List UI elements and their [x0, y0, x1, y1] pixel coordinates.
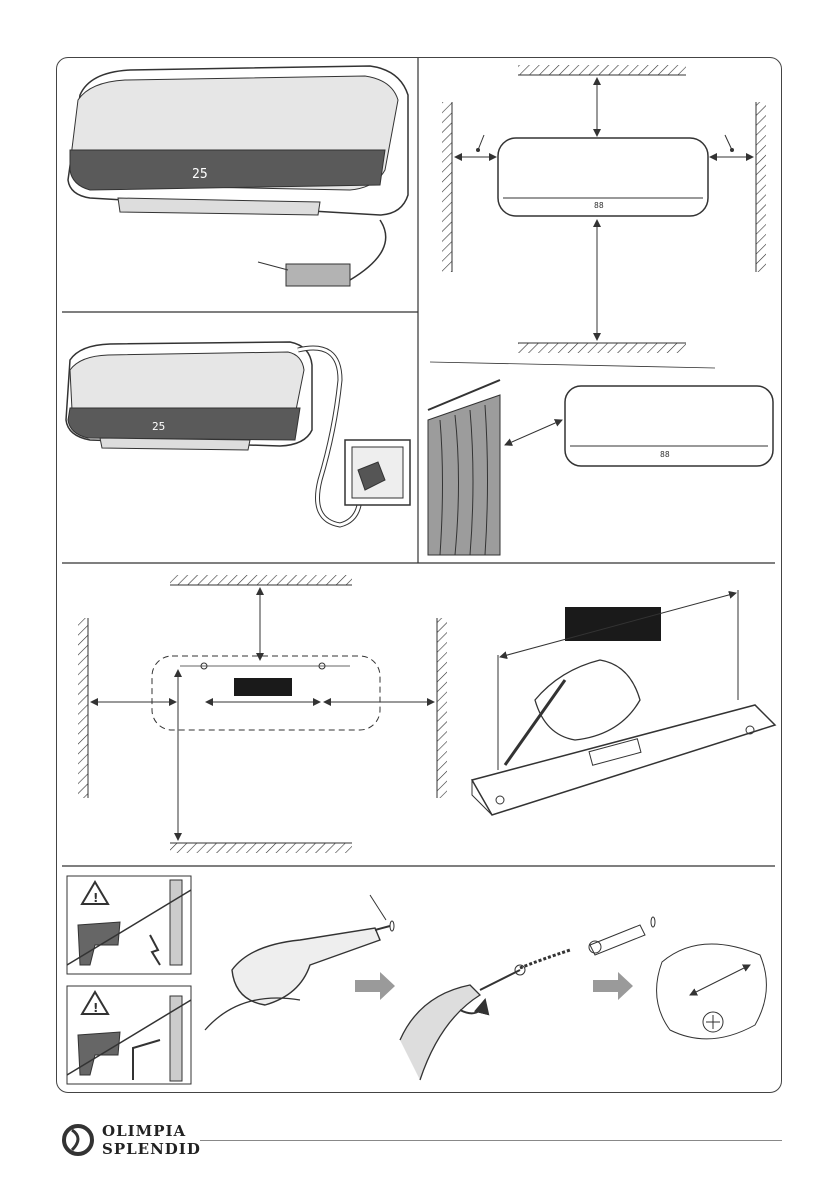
brand-name-line1: OLIMPIA	[102, 1122, 186, 1140]
heater-display-temp: 25	[192, 167, 208, 182]
drill-icon	[232, 928, 380, 1005]
heater-display-temp-2: 25	[152, 420, 165, 433]
screwdriver-hand	[400, 985, 480, 1080]
spirit-level	[472, 705, 775, 815]
panel-spirit-level	[472, 590, 775, 815]
svg-text:!: !	[93, 1001, 98, 1015]
product-label-box	[286, 264, 350, 286]
dimension-label-black	[234, 678, 292, 696]
panel-heater-unpacked: 25	[68, 66, 408, 286]
panel-clearances: 88	[442, 65, 766, 353]
footer-rule	[200, 1140, 782, 1141]
panel-curtain-clearance: 88	[428, 380, 773, 555]
panel-heater-plugged: 25	[66, 342, 410, 525]
display-digits: 88	[594, 201, 604, 210]
page-footer: OLIMPIA SPLENDID	[60, 1120, 782, 1170]
panel-mounting-dimensions	[78, 575, 447, 853]
olimpia-splendid-logo-icon	[60, 1120, 96, 1160]
brand-name-line2: SPLENDID	[102, 1140, 201, 1158]
panel-safety-warnings: ! !	[67, 876, 191, 1084]
next-step-arrow-icon-2	[593, 972, 633, 1000]
next-step-arrow-icon	[355, 972, 395, 1000]
svg-text:!: !	[93, 891, 98, 905]
display-digits-2: 88	[660, 450, 670, 459]
panel-drilling-steps	[205, 895, 766, 1080]
